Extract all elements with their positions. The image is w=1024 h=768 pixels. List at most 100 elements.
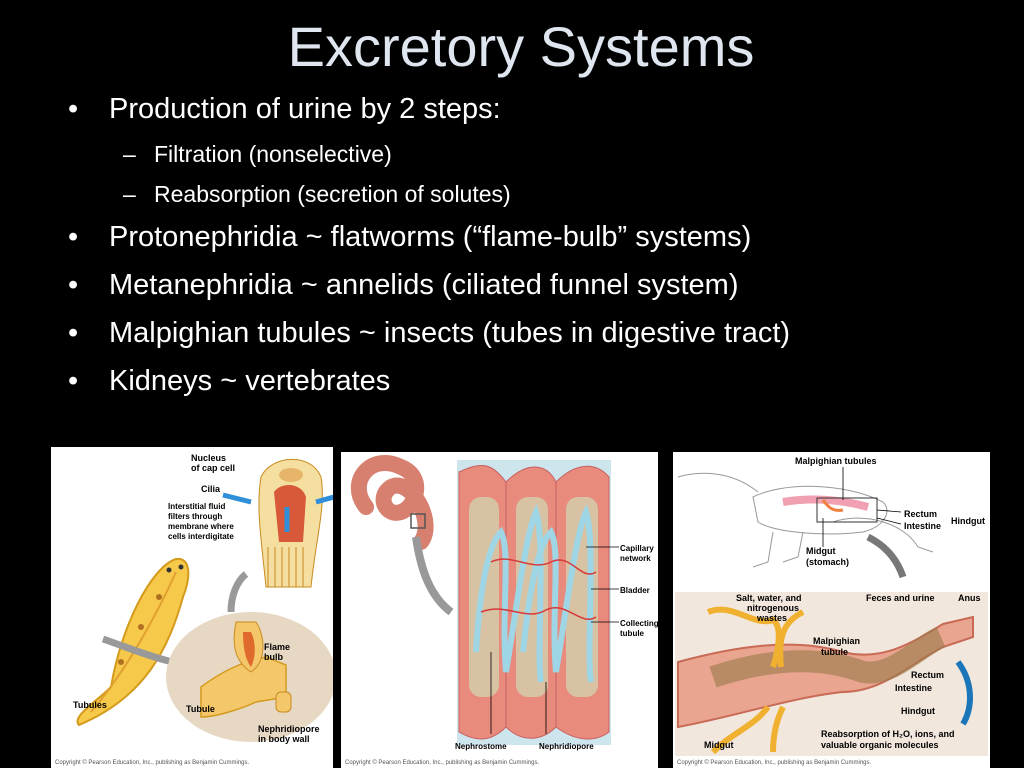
- label-flame: Flame: [264, 642, 290, 652]
- label-salt: Salt, water, and: [736, 593, 802, 603]
- label-reabsorption: Reabsorption of H₂O, ions, and: [821, 729, 955, 739]
- flame-cell-dot: [156, 594, 162, 600]
- bullet-marker: •: [68, 317, 79, 349]
- magnify-box: [410, 513, 426, 529]
- label-tubule: tubule: [821, 647, 848, 657]
- sub-bullet-text: Reabsorption (secretion of solutes): [154, 181, 511, 207]
- bullet-text: Metanephridia ~ annelids (ciliated funne…: [109, 269, 739, 301]
- label-bulb: bulb: [264, 652, 283, 662]
- label-cap-cell: of cap cell: [191, 463, 235, 473]
- capillary-shape: [490, 558, 597, 575]
- arrow-icon: [315, 494, 333, 505]
- insect-figure: Malpighian tubules Rectum Intestine Hind…: [673, 452, 990, 768]
- tubule-wall-lines: [267, 547, 304, 587]
- leader-lines: [490, 546, 619, 734]
- eyespot: [166, 567, 172, 573]
- label-rectum: Rectum: [904, 509, 937, 519]
- copyright-text: Copyright © Pearson Education, Inc., pub…: [345, 760, 540, 766]
- slide-title: Excretory Systems: [287, 15, 755, 78]
- label-interstitial: membrane where: [168, 522, 234, 531]
- label-malpighian: Malpighian: [813, 636, 860, 646]
- gut-small: [782, 495, 870, 511]
- label-tubule: tubule: [620, 629, 645, 638]
- nephridiopore-shape: [275, 691, 292, 713]
- label-nephrostome: Nephrostome: [455, 742, 507, 751]
- flame-interior: [243, 632, 255, 667]
- label-wastes: wastes: [756, 613, 787, 623]
- sub-bullet-item: – Reabsorption (secretion of solutes): [68, 180, 790, 208]
- copyright-text: Copyright © Pearson Education, Inc., pub…: [55, 760, 250, 766]
- bullet-marker: •: [68, 365, 79, 397]
- label-anus: Anus: [958, 593, 981, 603]
- bullet-item: • Production of urine by 2 steps:: [68, 92, 790, 126]
- collecting-tubule-shape: [473, 504, 544, 683]
- flatworm-body: [76, 557, 190, 727]
- label-interstitial: filters through: [168, 512, 222, 521]
- label-cilia: Cilia: [201, 484, 221, 494]
- label-rectum: Rectum: [911, 670, 944, 680]
- nucleus-shape: [279, 468, 303, 482]
- label-nucleus: Nucleus: [191, 453, 226, 463]
- label-collecting: Collecting: [620, 619, 658, 628]
- bullet-item: • Protonephridia ~ flatworms (“flame-bul…: [68, 220, 790, 254]
- label-stomach: (stomach): [806, 557, 849, 567]
- label-interstitial: cells interdigitate: [168, 532, 234, 541]
- magnify-arrow-icon: [227, 571, 249, 613]
- annelid-figure: Capillary network Bladder Collecting tub…: [341, 452, 658, 768]
- magnify-arrow-icon: [866, 533, 907, 579]
- flame-cell-dot: [118, 659, 124, 665]
- arrow-icon: [222, 492, 252, 505]
- malpighian-small: [821, 499, 844, 512]
- flatworm-figure: Nucleus of cap cell Cilia Interstitial f…: [51, 447, 333, 768]
- flame-cell-dot: [138, 624, 144, 630]
- bullet-item: • Metanephridia ~ annelids (ciliated fun…: [68, 268, 790, 302]
- label-nephridiopore: Nephridiopore: [539, 742, 594, 751]
- label-tubule: Tubule: [186, 704, 215, 714]
- label-midgut: Midgut: [806, 546, 836, 556]
- earthworm: [350, 455, 434, 550]
- bullet-marker: •: [68, 93, 79, 125]
- bullet-item: • Kidneys ~ vertebrates: [68, 364, 790, 398]
- bullet-text: Malpighian tubules ~ insects (tubes in d…: [109, 317, 791, 349]
- label-nitrogenous: nitrogenous: [747, 603, 799, 613]
- sub-bullet-text: Filtration (nonselective): [154, 141, 392, 167]
- reabsorption-arrow-icon: [955, 660, 973, 726]
- collecting-tubule-shape: [520, 504, 594, 683]
- dash-marker: –: [123, 181, 136, 207]
- bullet-text: Protonephridia ~ flatworms (“flame-bulb”…: [109, 221, 752, 253]
- malpighian-tubule-shape: [777, 609, 805, 668]
- label-hindgut: Hindgut: [951, 516, 985, 526]
- flatworm-diagram: Nucleus of cap cell Cilia Interstitial f…: [73, 453, 333, 744]
- sub-bullet-item: – Filtration (nonselective): [68, 140, 790, 168]
- gut-contents: [709, 626, 946, 688]
- bullet-marker: •: [68, 221, 79, 253]
- label-feces: Feces and urine: [866, 593, 935, 603]
- label-malpighian-tubules: Malpighian tubules: [795, 456, 877, 466]
- bullet-item: • Malpighian tubules ~ insects (tubes in…: [68, 316, 790, 350]
- cilia-bundle: [274, 485, 306, 542]
- capillary-shape: [480, 607, 597, 620]
- tubule-shape: [200, 656, 287, 718]
- label-nephridiopore: Nephridiopore: [258, 724, 320, 734]
- label-bladder: Bladder: [620, 586, 650, 595]
- bullet-marker: •: [68, 269, 79, 301]
- bullet-list: • Production of urine by 2 steps: – Filt…: [68, 92, 790, 412]
- annelid-diagram: Capillary network Bladder Collecting tub…: [350, 455, 658, 751]
- magnify-arrow-icon: [412, 536, 454, 616]
- label-intestine: Intestine: [904, 521, 941, 531]
- label-hindgut: Hindgut: [901, 706, 935, 716]
- label-capillary: Capillary: [620, 544, 654, 553]
- label-tubules: Tubules: [73, 700, 107, 710]
- label-organic-molecules: valuable organic molecules: [821, 740, 939, 750]
- copyright-text: Copyright © Pearson Education, Inc., pub…: [677, 760, 872, 766]
- label-network: network: [620, 554, 651, 563]
- eyespot: [178, 564, 184, 570]
- malpighian-tubule-shape: [706, 606, 782, 668]
- leader-lines: [822, 467, 902, 547]
- insect-diagram: Malpighian tubules Rectum Intestine Hind…: [675, 456, 988, 756]
- dash-marker: –: [123, 141, 136, 167]
- label-interstitial: Interstitial fluid: [168, 502, 225, 511]
- bullet-text: Kidneys ~ vertebrates: [109, 365, 391, 397]
- magnify-arrow-icon: [101, 635, 170, 665]
- malpighian-tubule-shape: [770, 705, 786, 753]
